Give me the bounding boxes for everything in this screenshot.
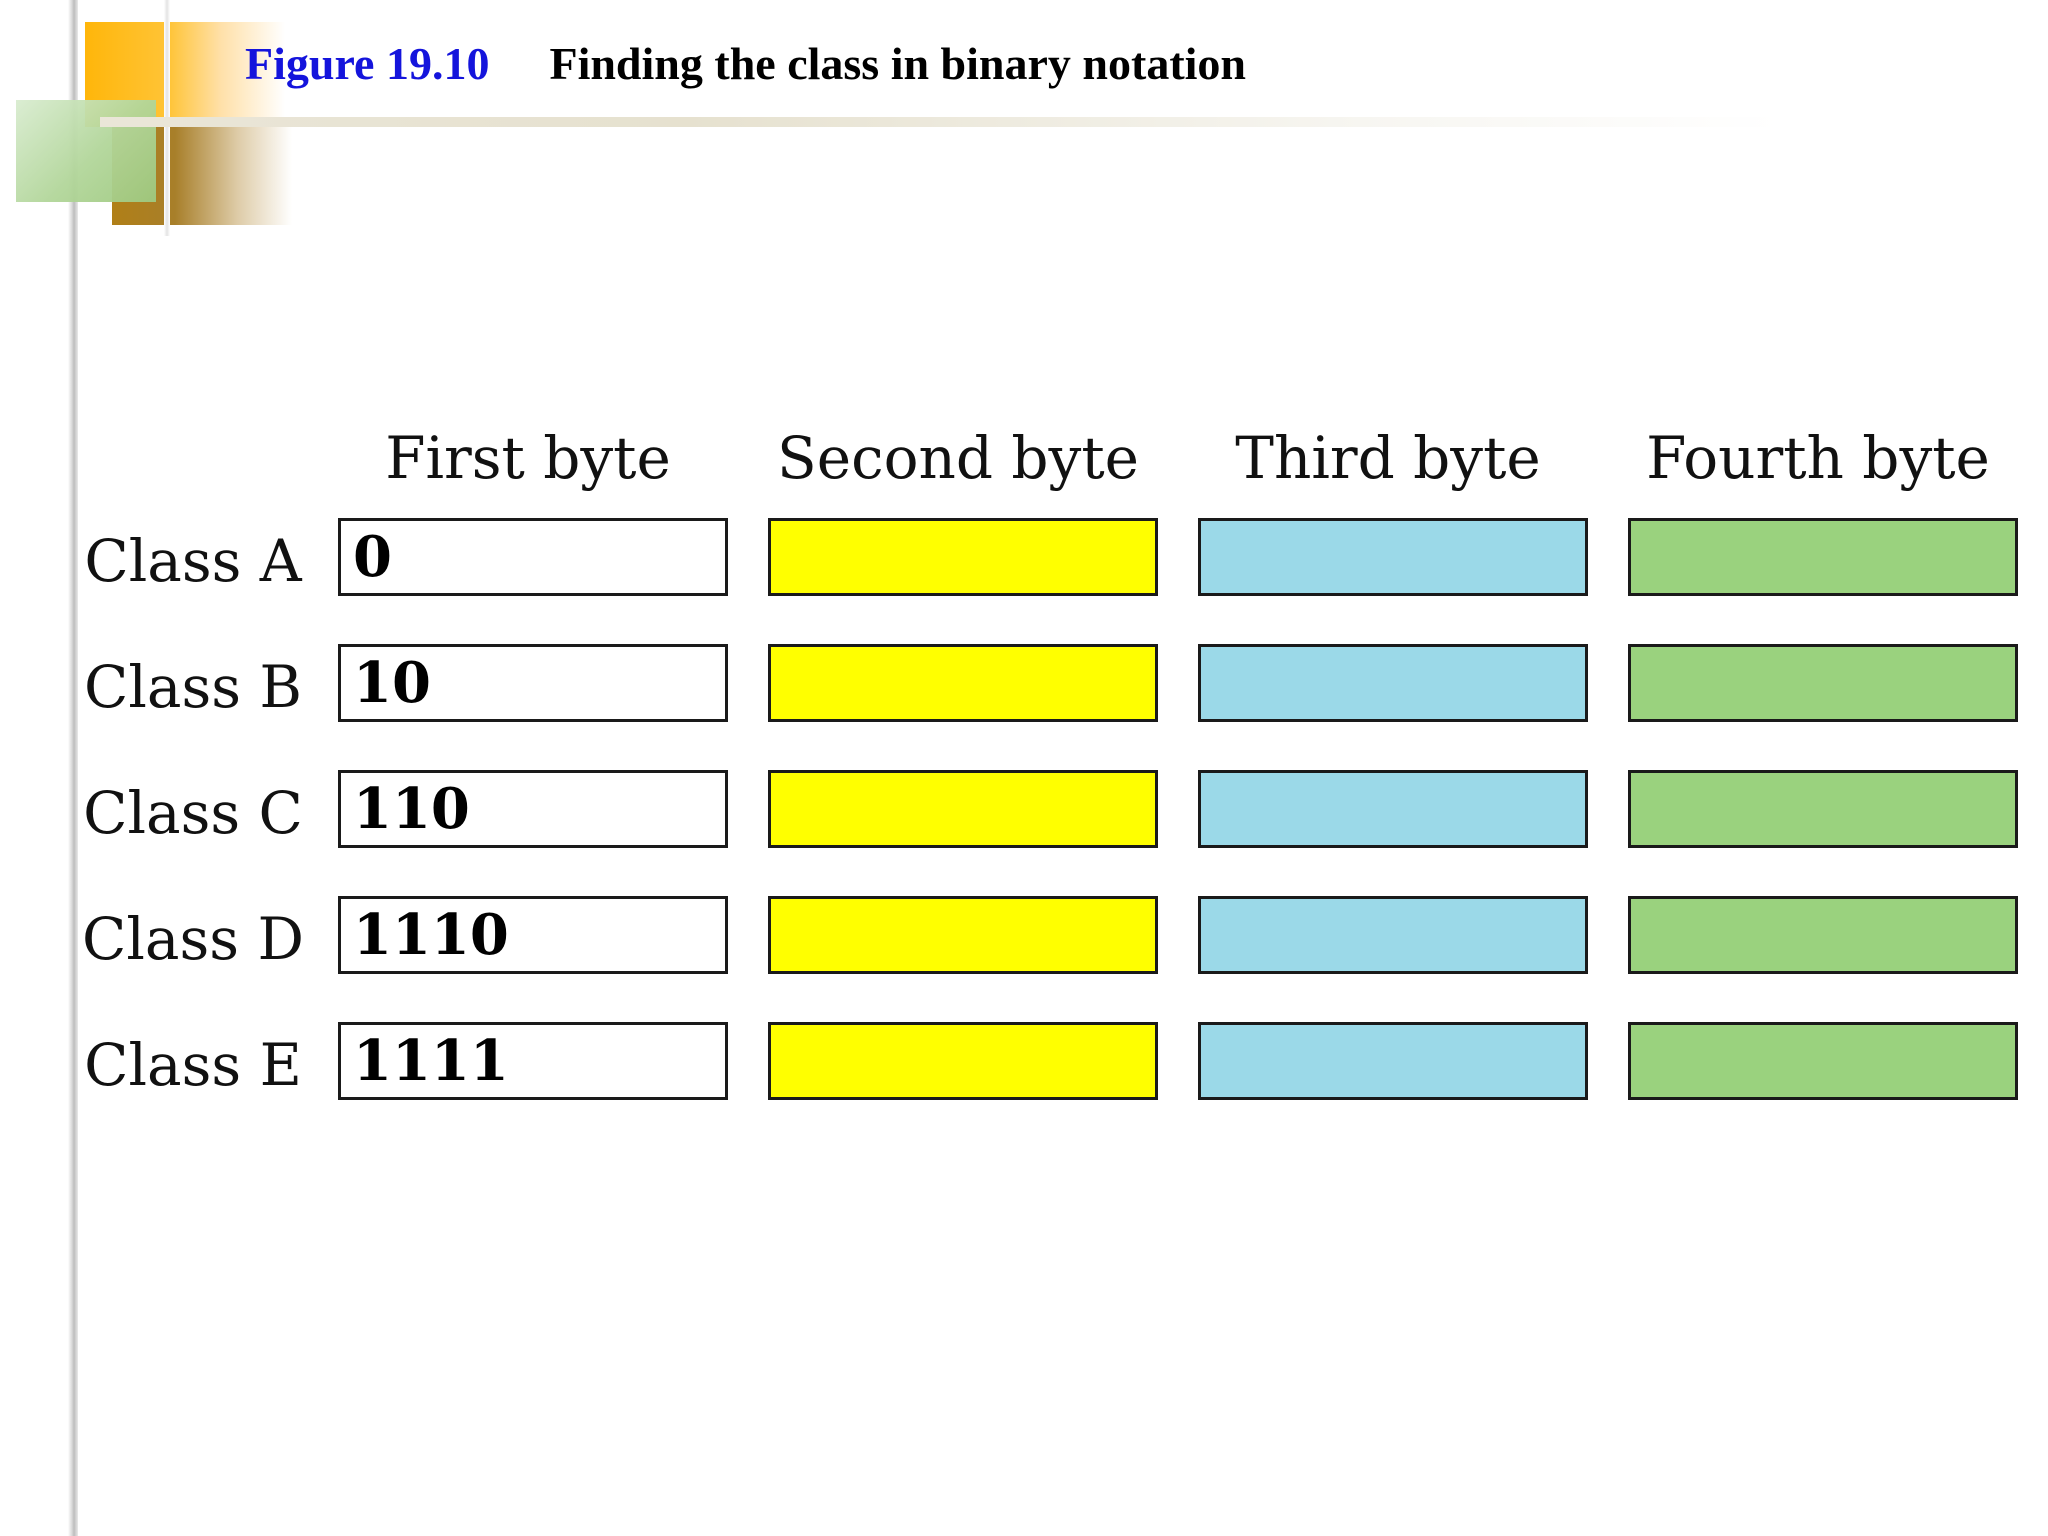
class-d-first-byte: 1110 <box>338 896 728 974</box>
row-label-class-c: Class C <box>83 779 303 847</box>
class-e-second-byte <box>768 1022 1158 1100</box>
class-c-third-byte <box>1198 770 1588 848</box>
template-horizontal-line <box>100 117 1780 127</box>
class-b-first-byte: 10 <box>338 644 728 722</box>
row-label-class-b: Class B <box>83 653 303 721</box>
class-e-third-byte <box>1198 1022 1588 1100</box>
class-a-first-byte: 0 <box>338 518 728 596</box>
class-e-fourth-byte <box>1628 1022 2018 1100</box>
class-c-first-byte: 110 <box>338 770 728 848</box>
figure-number: Figure 19.10 <box>245 37 490 89</box>
class-b-second-byte <box>768 644 1158 722</box>
class-d-second-byte <box>768 896 1158 974</box>
class-a-second-byte <box>768 518 1158 596</box>
class-a-third-byte <box>1198 518 1588 596</box>
class-e-first-byte: 1111 <box>338 1022 728 1100</box>
class-c-second-byte <box>768 770 1158 848</box>
class-d-third-byte <box>1198 896 1588 974</box>
header-second-byte: Second byte <box>777 424 1139 492</box>
row-label-class-d: Class D <box>82 905 304 973</box>
template-green-square <box>16 100 156 202</box>
slide-title: Figure 19.10 Finding the class in binary… <box>245 28 1246 98</box>
class-a-fourth-byte <box>1628 518 2018 596</box>
row-label-class-a: Class A <box>84 527 302 595</box>
header-fourth-byte: Fourth byte <box>1646 424 1990 492</box>
header-third-byte: Third byte <box>1235 424 1541 492</box>
template-vertical-line <box>68 0 78 1536</box>
class-c-fourth-byte <box>1628 770 2018 848</box>
header-first-byte: First byte <box>385 424 671 492</box>
figure-caption: Finding the class in binary notation <box>549 37 1247 89</box>
class-b-third-byte <box>1198 644 1588 722</box>
row-label-class-e: Class E <box>84 1031 302 1099</box>
class-b-fourth-byte <box>1628 644 2018 722</box>
class-d-fourth-byte <box>1628 896 2018 974</box>
